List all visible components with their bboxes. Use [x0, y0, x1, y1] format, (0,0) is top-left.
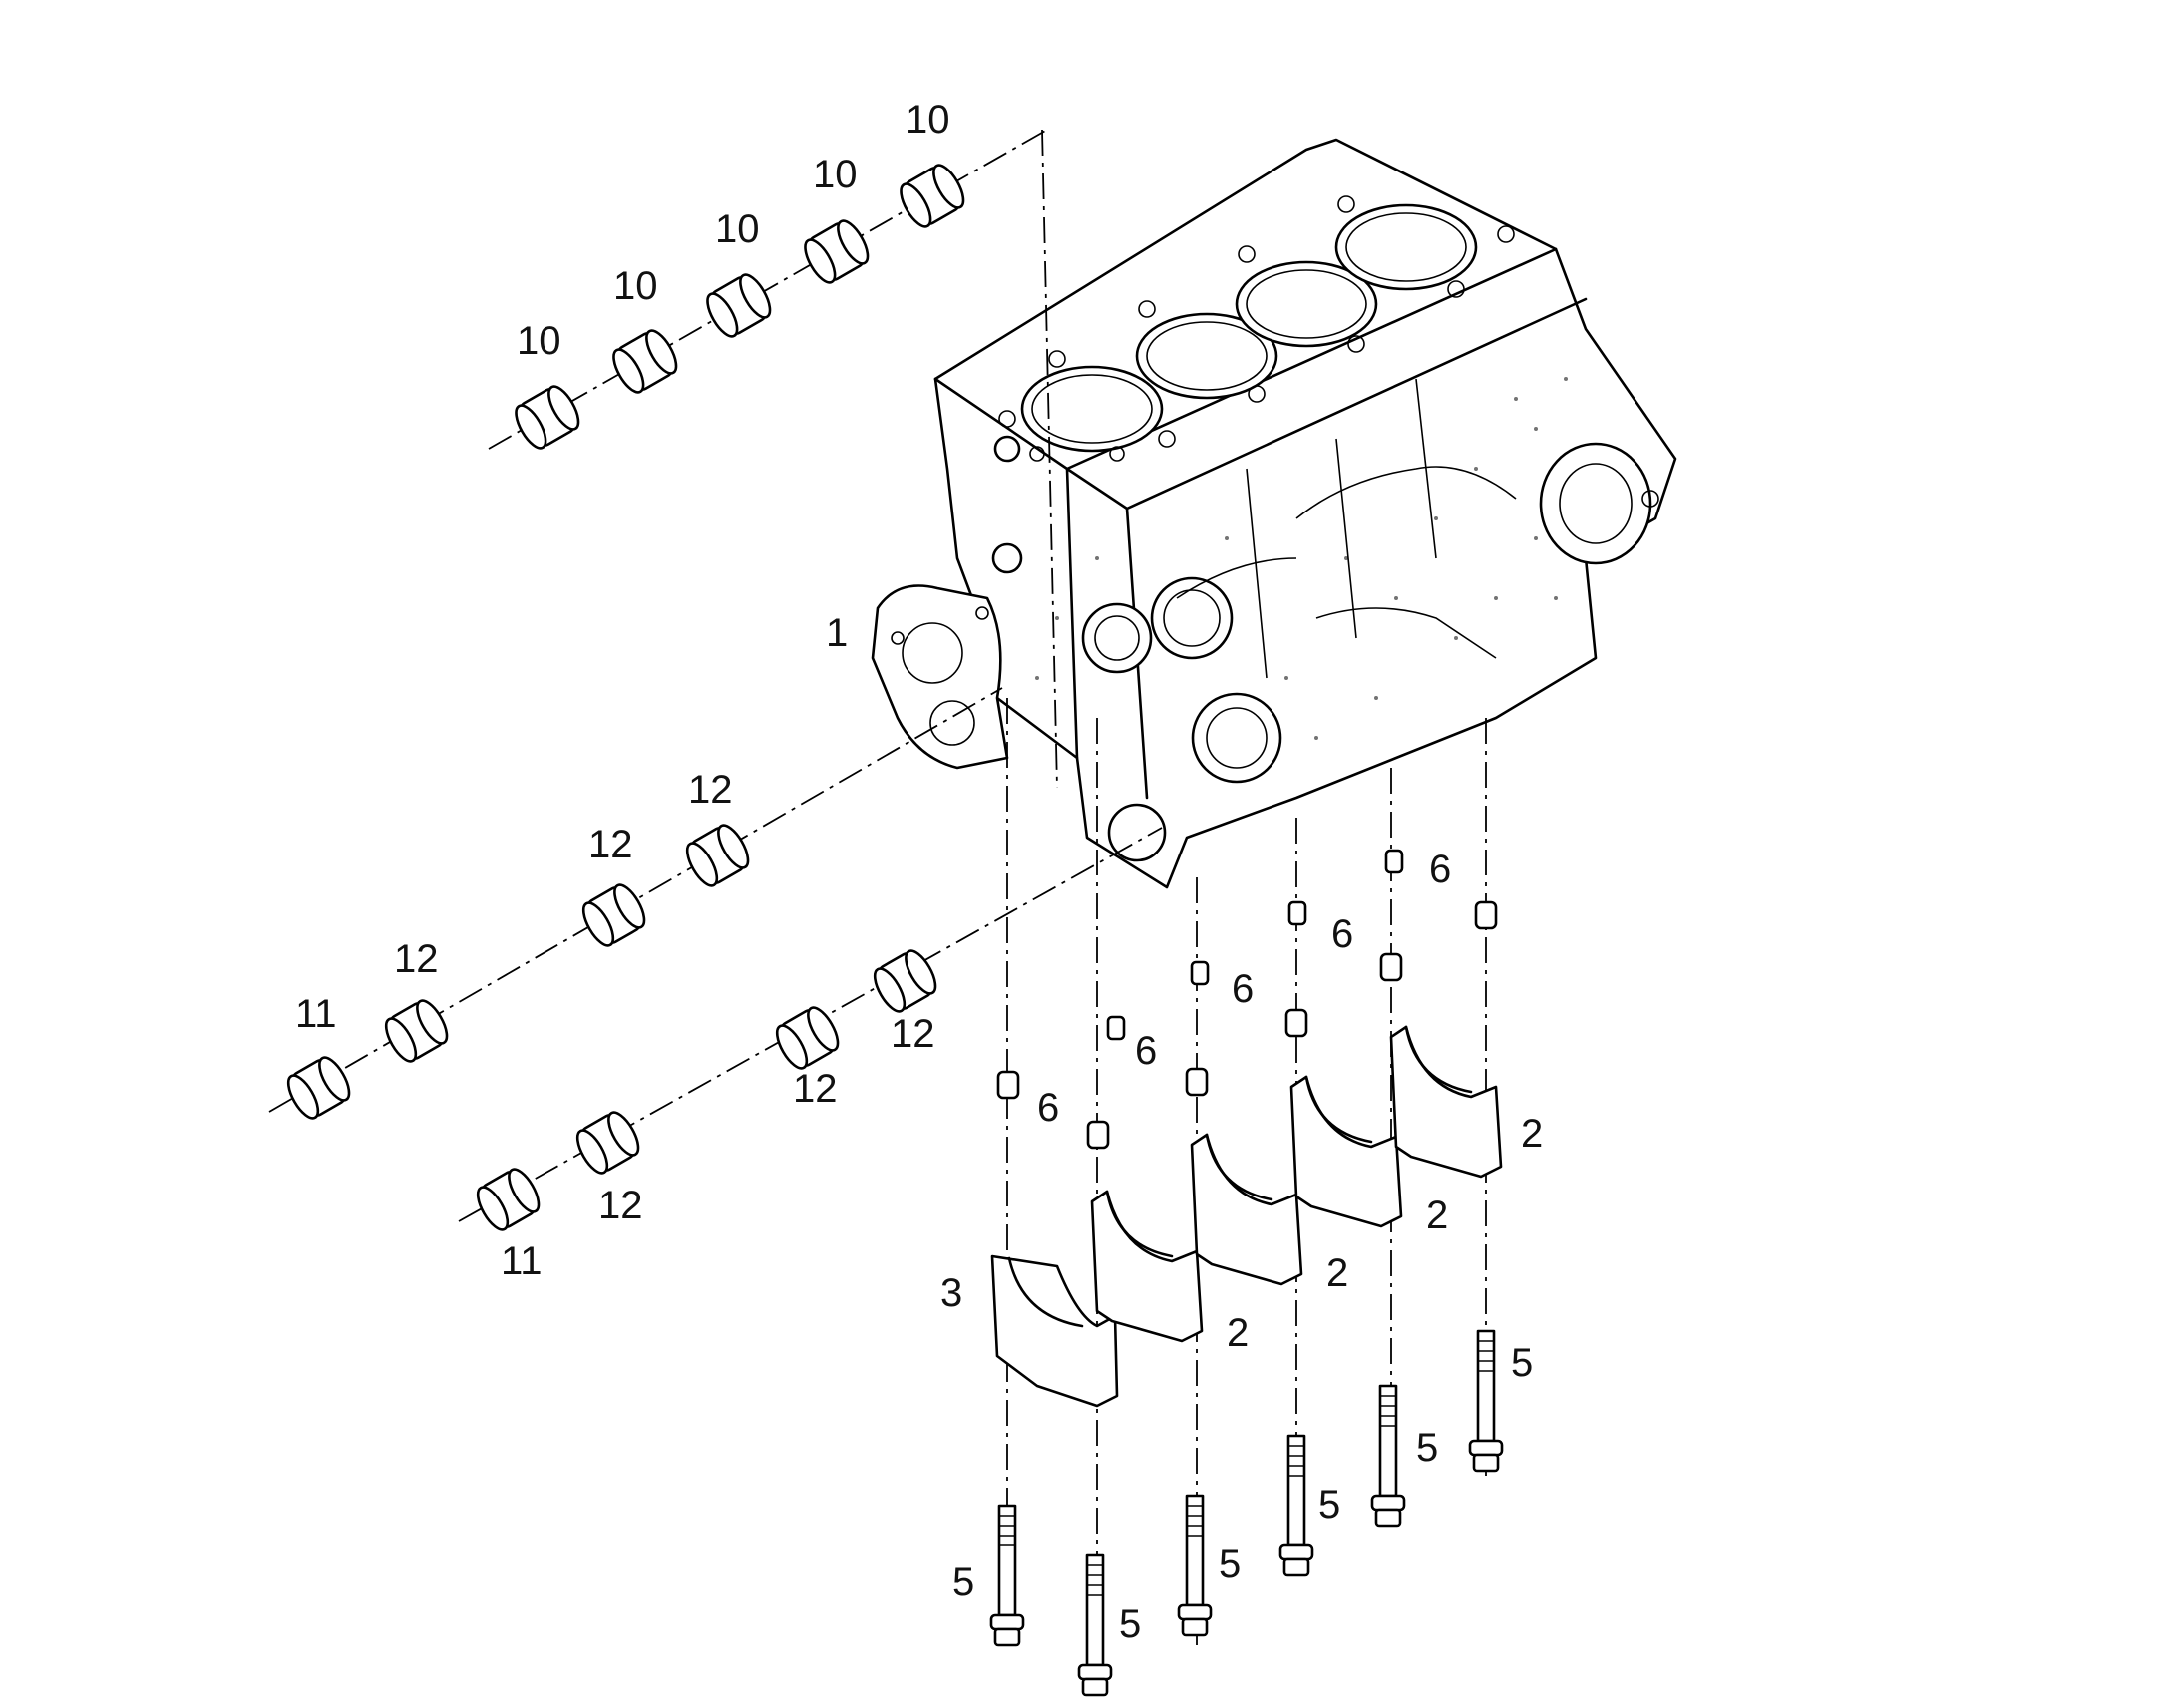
- bolt: [1177, 1494, 1213, 1637]
- callout-5: 5: [1318, 1483, 1340, 1527]
- bearing-cap: [1090, 1190, 1204, 1343]
- callout-2: 2: [1227, 1311, 1249, 1355]
- bushing: [515, 385, 580, 450]
- callout-3: 3: [940, 1271, 962, 1315]
- callout-10: 10: [613, 264, 658, 308]
- bushing-12: [575, 1111, 640, 1175]
- bearing-cap: [1389, 1025, 1503, 1179]
- dowel-sleeves: [996, 849, 1498, 1150]
- cap-bolts: [989, 1329, 1504, 1697]
- bushing-11: [476, 1168, 541, 1231]
- callout-12: 12: [588, 823, 633, 866]
- callout-11: 11: [501, 1239, 543, 1283]
- callout-2: 2: [1521, 1112, 1543, 1156]
- bolt: [1468, 1329, 1504, 1473]
- bushing-12: [873, 949, 937, 1013]
- cylinder-block: [933, 138, 1677, 889]
- bolt: [1077, 1553, 1113, 1697]
- callout-12: 12: [793, 1067, 838, 1111]
- callout-5: 5: [1219, 1542, 1241, 1586]
- callout-12: 12: [688, 768, 733, 812]
- callout-6: 6: [1429, 848, 1451, 891]
- callout-6: 6: [1232, 967, 1254, 1011]
- callout-5: 5: [1119, 1602, 1141, 1646]
- callout-6: 6: [1037, 1086, 1059, 1130]
- bushing: [804, 219, 870, 284]
- bushing-11: [286, 1056, 351, 1120]
- callout-6: 6: [1135, 1029, 1157, 1073]
- callout-5: 5: [1416, 1426, 1438, 1470]
- callout-10: 10: [715, 207, 760, 251]
- callout-2: 2: [1426, 1194, 1448, 1237]
- main-bearing-caps: [990, 1025, 1503, 1408]
- callout-labels: 10 10 10 10 10 1 12 12 12 11 12 12 12 11…: [295, 98, 1543, 1646]
- callout-2: 2: [1326, 1251, 1348, 1295]
- bearing-cap-rear: [990, 1254, 1119, 1408]
- bushing: [706, 273, 772, 338]
- bolt: [1278, 1434, 1314, 1577]
- camshaft-bushings-10: [515, 164, 965, 450]
- callout-12: 12: [598, 1184, 643, 1227]
- front-plate: [871, 584, 1009, 770]
- bushing-12: [685, 824, 750, 887]
- callout-10: 10: [517, 319, 561, 363]
- rear-bearing-housing: [1539, 442, 1659, 565]
- callout-5: 5: [1511, 1341, 1533, 1385]
- front-face-openings: [991, 435, 1282, 862]
- callout-5: 5: [952, 1560, 974, 1604]
- callout-12: 12: [394, 937, 439, 981]
- bearing-cap: [1190, 1133, 1303, 1286]
- callout-10: 10: [813, 153, 858, 196]
- callout-6: 6: [1331, 912, 1353, 956]
- bushing: [612, 329, 678, 394]
- callout-1: 1: [826, 611, 848, 655]
- balance-shaft-bushings: [286, 824, 937, 1231]
- bearing-cap: [1289, 1075, 1403, 1228]
- bolt: [989, 1504, 1025, 1647]
- bushing-12: [384, 999, 449, 1063]
- callout-12: 12: [891, 1012, 935, 1056]
- callout-10: 10: [906, 98, 950, 142]
- callout-11: 11: [295, 992, 337, 1036]
- bushing-12: [775, 1006, 840, 1070]
- bushing: [900, 164, 965, 228]
- bolt: [1370, 1384, 1406, 1528]
- cylinder-bores: [1020, 203, 1478, 453]
- bushing-12: [581, 883, 646, 947]
